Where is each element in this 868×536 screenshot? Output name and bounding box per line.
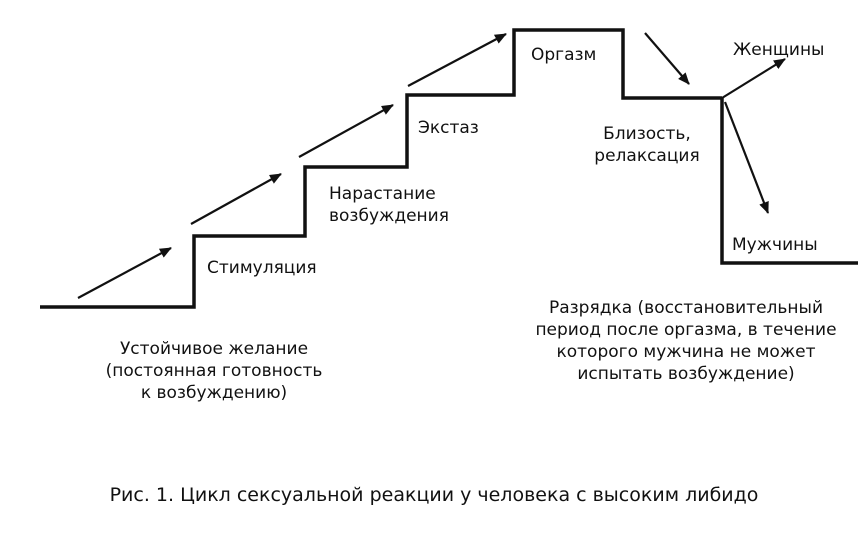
note-refractory-period: Разрядка (восстановительный период после…: [535, 298, 837, 384]
men-branch-line: [720, 98, 858, 265]
branch-label-women: Женщины: [733, 40, 825, 60]
men-arrow: [723, 101, 770, 214]
branch-label-men: Мужчины: [732, 235, 818, 255]
rising-arrow-1: [77, 247, 172, 299]
stage-label-ecstasy: Экстаз: [418, 118, 479, 138]
stage-label-stimulation: Стимуляция: [207, 258, 317, 278]
rising-arrow-2: [190, 173, 282, 225]
descending-arrow: [644, 32, 690, 85]
rising-arrow-3: [298, 104, 394, 158]
stage-label-arousal: Нарастание возбуждения: [329, 184, 449, 226]
rising-arrow-4: [407, 33, 507, 87]
women-arrow: [721, 58, 786, 99]
note-sustained-desire: Устойчивое желание (постоянная готовност…: [105, 339, 323, 403]
figure-caption: Рис. 1. Цикл сексуальной реакции у челов…: [109, 484, 759, 506]
response-staircase-line: [40, 28, 722, 309]
stage-label-intimacy: Близость, релаксация: [594, 124, 700, 166]
stage-label-orgasm: Оргазм: [531, 45, 597, 65]
